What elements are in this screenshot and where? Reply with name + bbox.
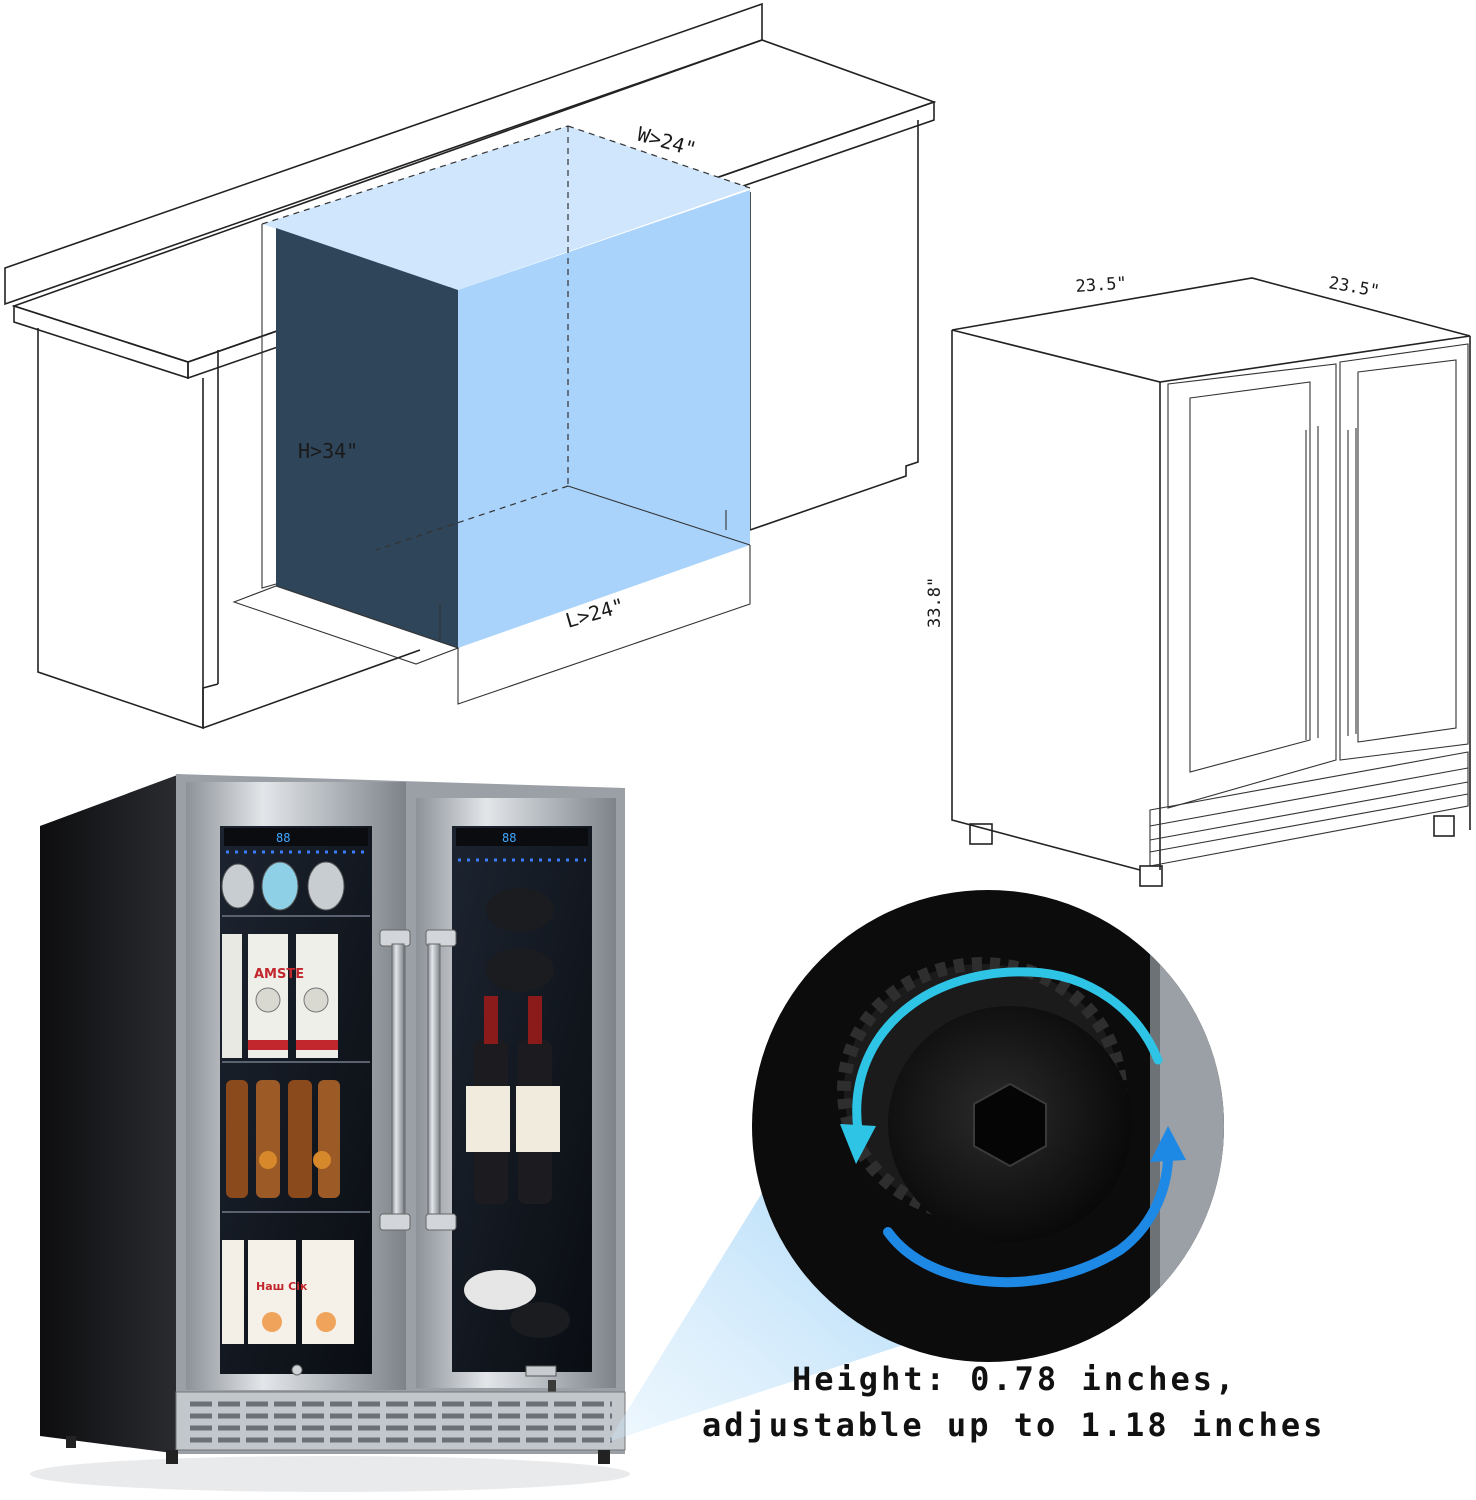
cavity-front — [458, 190, 750, 648]
caption-line-1: Height: 0.78 inches, — [792, 1360, 1237, 1398]
door-handles — [379, 929, 457, 1231]
can-label: AMSTE — [254, 967, 304, 982]
hex-socket-icon — [973, 1082, 1047, 1168]
left-door: 88 AMSTE — [186, 782, 406, 1390]
installation-diagram: W>24" H>34" L>24" — [4, 2, 937, 730]
unit-width-label: 23.5" — [1075, 273, 1127, 297]
juice-cartons: Наш Сік — [222, 1240, 354, 1344]
wine-bottles — [464, 888, 570, 1338]
base-grille — [175, 1391, 626, 1451]
installation-height-label: H>34" — [298, 439, 358, 463]
leveling-leg-closeup — [752, 890, 1224, 1362]
unit-height-label: 33.8" — [925, 577, 945, 628]
beer-bottles — [226, 1080, 340, 1198]
leveling-caption: Height: 0.78 inches, adjustable up to 1.… — [702, 1360, 1325, 1444]
right-door: 88 — [416, 798, 616, 1416]
rotation-arrows-icon — [840, 967, 1186, 1288]
juice-label: Наш Сік — [256, 1280, 308, 1293]
left-cabinet — [37, 328, 421, 730]
zoom-beam — [608, 1180, 912, 1442]
right-temp-display: 88 — [502, 831, 516, 845]
beer-cans: AMSTE — [222, 934, 338, 1058]
right-cabinet — [749, 120, 919, 531]
cavity-left-wall — [276, 228, 458, 648]
caption-line-2: adjustable up to 1.18 inches — [702, 1406, 1325, 1444]
can-row — [221, 861, 345, 911]
cabinet-side — [40, 774, 180, 1454]
cavity-top — [262, 126, 750, 290]
product-photo: 88 AMSTE — [30, 774, 630, 1492]
unit-line-drawing: 23.5" 23.5" 33.8" — [925, 273, 1471, 887]
left-temp-display: 88 — [276, 831, 290, 845]
unit-depth-label: 23.5" — [1327, 273, 1381, 302]
